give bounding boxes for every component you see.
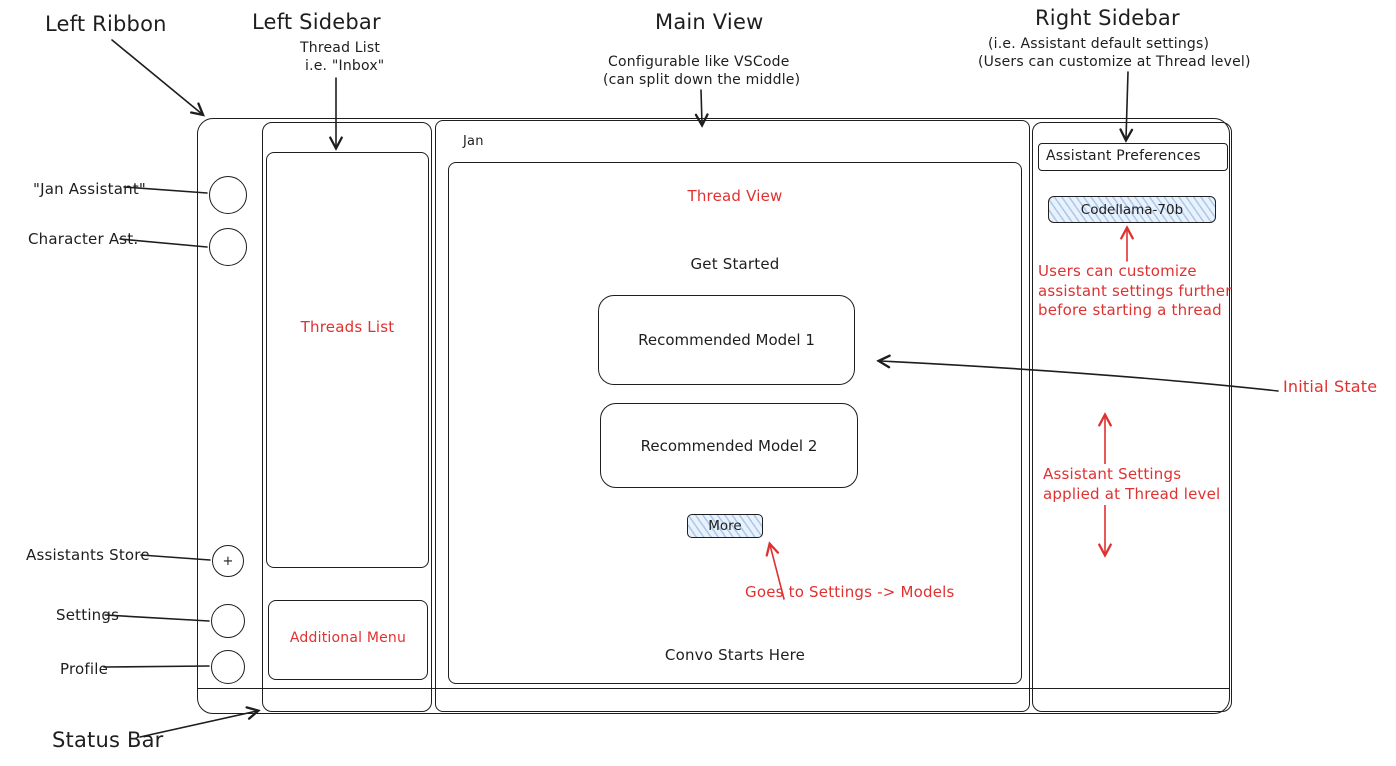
window-title: Jan bbox=[463, 134, 484, 149]
main-view-sub2: (can split down the middle) bbox=[603, 72, 801, 88]
thread-view-box bbox=[448, 162, 1022, 684]
recommended-model-2-label: Recommended Model 2 bbox=[640, 436, 818, 455]
assistant-preferences-label: Assistant Preferences bbox=[1046, 148, 1201, 164]
status-bar bbox=[198, 688, 1229, 689]
right-sidebar-panel bbox=[1032, 122, 1232, 712]
line-profile bbox=[103, 665, 210, 668]
profile-button[interactable] bbox=[211, 650, 245, 684]
assistants-store-button[interactable]: + bbox=[212, 545, 244, 577]
assistant-preferences-header bbox=[1038, 143, 1228, 171]
main-view-panel bbox=[435, 120, 1030, 712]
recommended-model-2-card[interactable]: Recommended Model 2 bbox=[600, 403, 858, 488]
customize-note: Users can customize assistant settings f… bbox=[1038, 262, 1232, 319]
additional-menu-label: Additional Menu bbox=[289, 630, 407, 646]
right-sidebar-callout: Right Sidebar bbox=[1035, 6, 1180, 30]
settings-button[interactable] bbox=[211, 604, 245, 638]
status-bar-callout: Status Bar bbox=[52, 728, 164, 752]
recommended-model-1-card[interactable]: Recommended Model 1 bbox=[598, 295, 855, 385]
profile-callout: Profile bbox=[60, 660, 109, 678]
convo-starts-label: Convo Starts Here bbox=[664, 646, 806, 664]
left-sidebar-callout: Left Sidebar bbox=[252, 10, 381, 34]
character-ast-callout: Character Ast. bbox=[28, 230, 139, 248]
model-badge-label: Codellama-70b bbox=[1080, 201, 1184, 218]
thread-view-label: Thread View bbox=[687, 187, 783, 205]
goes-to-settings-note: Goes to Settings -> Models bbox=[745, 583, 955, 601]
model-badge[interactable]: Codellama-70b bbox=[1048, 196, 1216, 223]
left-sidebar-sub2: i.e. "Inbox" bbox=[305, 58, 385, 74]
left-ribbon-callout: Left Ribbon bbox=[45, 12, 167, 36]
app-window-frame bbox=[197, 118, 1230, 714]
threads-list-box bbox=[266, 152, 429, 568]
thread-level-note: Assistant Settings applied at Thread lev… bbox=[1040, 464, 1226, 505]
recommended-model-1-label: Recommended Model 1 bbox=[638, 331, 815, 349]
right-sidebar-sub1: (i.e. Assistant default settings) bbox=[988, 36, 1210, 52]
main-view-callout: Main View bbox=[655, 10, 764, 34]
initial-state-callout: Initial State bbox=[1283, 377, 1378, 396]
left-sidebar-sub1: Thread List bbox=[300, 40, 381, 56]
get-started-label: Get Started bbox=[690, 255, 780, 273]
additional-menu-box bbox=[268, 600, 428, 680]
plus-icon: + bbox=[222, 553, 234, 569]
more-button-label: More bbox=[708, 518, 742, 534]
character-assistant-avatar[interactable] bbox=[209, 228, 247, 266]
jan-assistant-avatar[interactable] bbox=[209, 176, 247, 214]
left-sidebar-panel bbox=[262, 122, 432, 712]
line-settings bbox=[104, 614, 210, 622]
assistants-store-callout: Assistants Store bbox=[26, 546, 150, 564]
right-sidebar-sub2: (Users can customize at Thread level) bbox=[978, 54, 1251, 70]
arrow-left-ribbon bbox=[111, 39, 202, 114]
more-button[interactable]: More bbox=[687, 514, 763, 538]
settings-callout: Settings bbox=[56, 606, 120, 624]
threads-list-label: Threads List bbox=[300, 318, 395, 336]
main-view-sub1: Configurable like VSCode bbox=[608, 54, 790, 70]
jan-assistant-callout: "Jan Assistant" bbox=[33, 180, 147, 198]
